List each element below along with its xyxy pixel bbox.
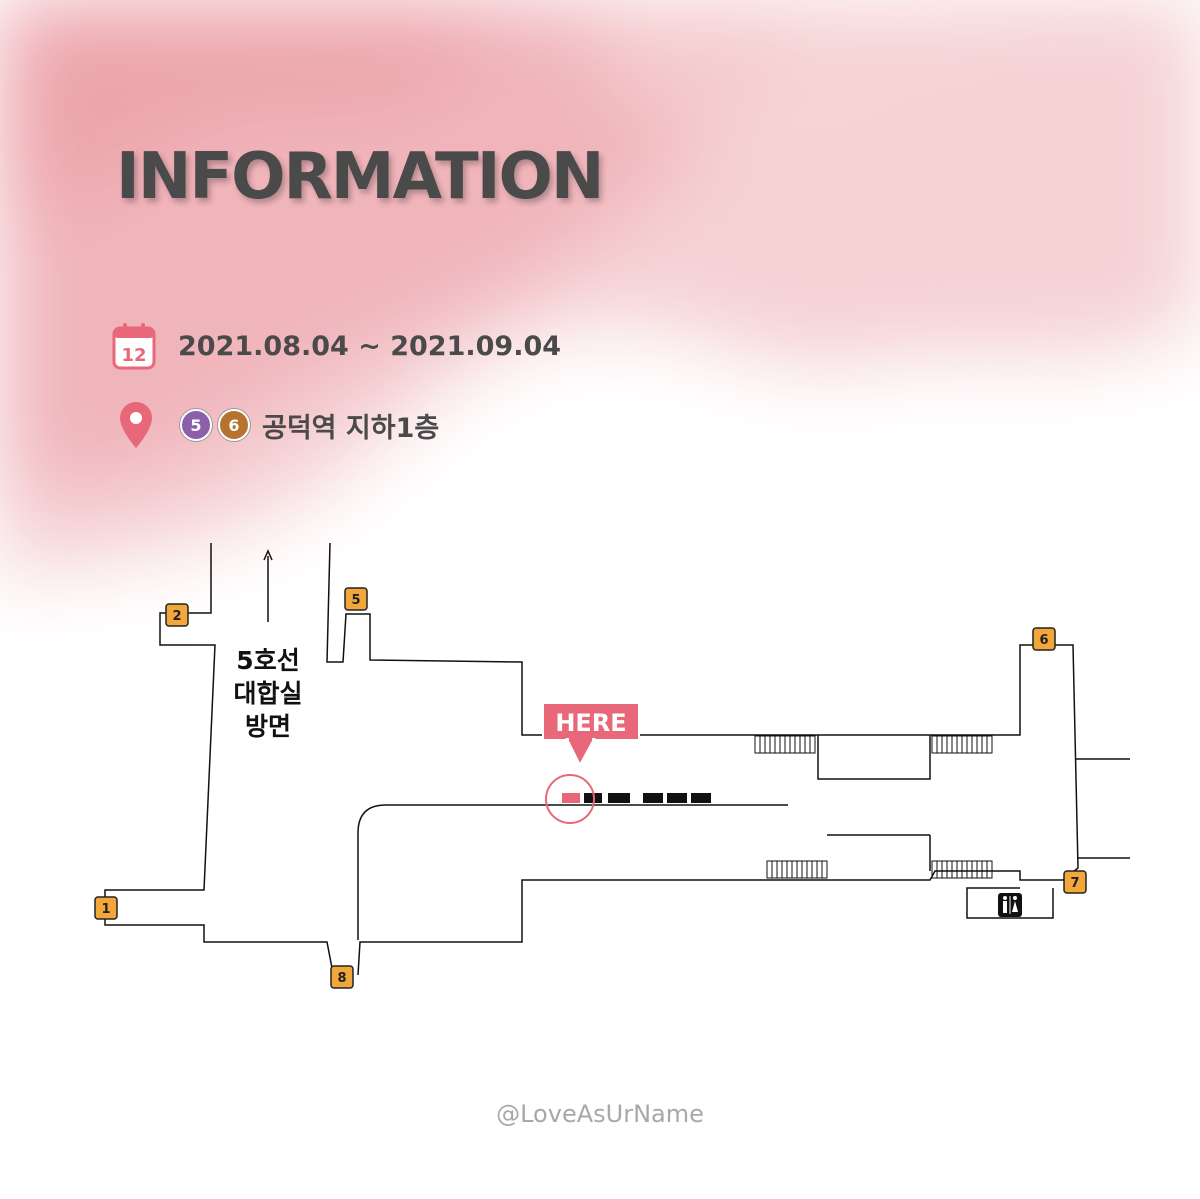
svg-text:2: 2: [172, 609, 181, 624]
map-pin-icon: [120, 402, 152, 448]
exit-8: 8: [330, 965, 354, 989]
here-label: HERE: [555, 709, 626, 737]
line-6-badge: 6: [218, 409, 250, 441]
page-title: INFORMATION: [116, 140, 604, 214]
exit-6: 6: [1032, 627, 1056, 651]
here-circle: [545, 774, 595, 824]
stairs: [754, 735, 993, 879]
exit-1: 1: [94, 896, 118, 920]
exit-7: 7: [1063, 870, 1087, 894]
booth: [643, 793, 663, 803]
booth: [667, 793, 687, 803]
svg-text:1: 1: [101, 902, 110, 917]
calendar-icon: 12: [112, 323, 156, 370]
restroom-icon: [998, 893, 1022, 917]
exit-2: 2: [165, 603, 189, 627]
booth: [608, 793, 630, 803]
svg-text:방면: 방면: [245, 712, 291, 741]
svg-text:6: 6: [1039, 633, 1048, 648]
date-range: 2021.08.04 ~ 2021.09.04: [178, 330, 562, 362]
svg-text:7: 7: [1070, 876, 1079, 891]
booth-here: [562, 793, 580, 803]
here-marker: HERE: [542, 702, 640, 768]
calendar-day: 12: [121, 345, 146, 366]
svg-text:대합실: 대합실: [233, 679, 302, 708]
direction-label: 5호선 대합실 방면: [233, 646, 302, 741]
date-row: 12 2021.08.04 ~ 2021.09.04: [112, 322, 561, 370]
svg-text:5: 5: [351, 593, 360, 608]
location-row: 5 6 공덕역 지하1층: [112, 400, 439, 450]
svg-text:5호선: 5호선: [236, 646, 299, 675]
booths: [562, 793, 711, 803]
location-text: 공덕역 지하1층: [262, 412, 440, 444]
footer-handle: @LoveAsUrName: [496, 1100, 704, 1128]
map-walls: [104, 542, 1130, 976]
exit-5: 5: [344, 587, 368, 611]
line-5-badge: 5: [180, 409, 212, 441]
svg-text:8: 8: [337, 971, 346, 986]
booth: [691, 793, 711, 803]
